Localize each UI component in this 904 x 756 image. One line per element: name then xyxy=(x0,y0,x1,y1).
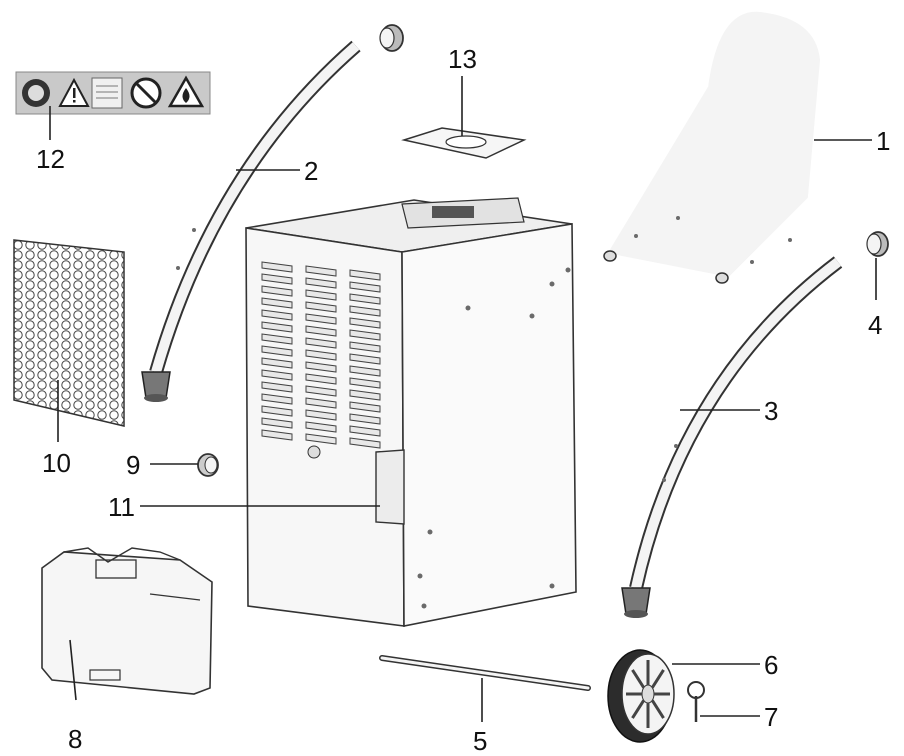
no-tilt-icon xyxy=(130,77,162,109)
leg-part-2 xyxy=(141,40,361,402)
grille-louver xyxy=(305,421,337,433)
grille-louver xyxy=(305,349,337,361)
grille-louver xyxy=(305,361,337,373)
callout-5: 5 xyxy=(473,726,487,756)
instruction-sheet-icon xyxy=(91,77,123,109)
grille-louver xyxy=(305,337,337,349)
grille-louver xyxy=(305,385,337,397)
axle-rod-part-5 xyxy=(379,655,591,691)
callout-7: 7 xyxy=(764,702,778,732)
handle-part-1 xyxy=(603,11,821,284)
grille-louver xyxy=(349,401,381,413)
grille-louver xyxy=(349,281,381,293)
grille-louver xyxy=(261,429,293,441)
grille-louver xyxy=(305,409,337,421)
wheel-part-6 xyxy=(607,649,675,743)
grille-louver xyxy=(305,397,337,409)
intake-grille xyxy=(261,261,381,449)
grille-louver xyxy=(305,265,337,277)
grille-louver xyxy=(261,393,293,405)
callout-10: 10 xyxy=(42,448,71,478)
warning-label-part-12 xyxy=(15,71,211,115)
leg-part-3 xyxy=(621,256,843,618)
water-tank-part-8 xyxy=(41,547,213,695)
grille-louver xyxy=(349,437,381,449)
callout-8: 8 xyxy=(68,724,82,754)
grille-louver xyxy=(349,389,381,401)
callout-12: 12 xyxy=(36,144,65,174)
wheel-spokes xyxy=(626,660,670,728)
grille-louver xyxy=(261,297,293,309)
grille-louver xyxy=(261,309,293,321)
read-manual-icon xyxy=(22,79,50,107)
warning-triangle-icon xyxy=(58,77,90,107)
grille-louver xyxy=(261,273,293,285)
grille-louver xyxy=(305,289,337,301)
grille-louver xyxy=(261,261,293,273)
callout-6: 6 xyxy=(764,650,778,680)
grille-louver xyxy=(349,317,381,329)
grille-louver xyxy=(305,277,337,289)
plug-part-9 xyxy=(197,453,219,477)
mesh-filter-part-10 xyxy=(13,239,125,427)
grille-louver xyxy=(349,269,381,281)
grille-louver xyxy=(261,321,293,333)
wheel-spoke xyxy=(650,669,665,689)
end-cap-top xyxy=(379,24,404,52)
callout-11: 11 xyxy=(108,492,135,522)
dehumidifier-body xyxy=(245,197,577,627)
grille-louver xyxy=(349,353,381,365)
grille-louver xyxy=(305,325,337,337)
grille-louver xyxy=(261,381,293,393)
grille-louver xyxy=(261,333,293,345)
grille-louver xyxy=(349,305,381,317)
wheel-spoke xyxy=(631,669,646,689)
grille-louver xyxy=(305,373,337,385)
grille-louver xyxy=(349,425,381,437)
grille-louver xyxy=(305,301,337,313)
callout-2: 2 xyxy=(304,156,318,186)
grille-louver xyxy=(305,433,337,445)
wheel-spoke xyxy=(650,699,665,719)
callout-3: 3 xyxy=(764,396,778,426)
grille-louver xyxy=(261,417,293,429)
wheel-spoke xyxy=(631,699,646,719)
callout-13: 13 xyxy=(448,44,477,74)
grille-louver xyxy=(261,357,293,369)
grille-louver xyxy=(261,405,293,417)
callout-labels: 1 2 3 4 5 6 7 8 9 10 11 12 13 xyxy=(36,44,890,756)
grille-louver xyxy=(349,413,381,425)
grille-louver xyxy=(349,293,381,305)
lynch-pin-part-7 xyxy=(687,681,705,722)
callout-1: 1 xyxy=(876,126,890,156)
grille-louver xyxy=(261,285,293,297)
callout-4: 4 xyxy=(868,310,882,340)
grille-louver xyxy=(349,329,381,341)
gasket-plate-part-13 xyxy=(401,127,527,159)
grille-louver xyxy=(305,313,337,325)
flammable-icon xyxy=(167,75,205,108)
callout-9: 9 xyxy=(126,450,140,480)
grille-louver xyxy=(261,369,293,381)
grille-louver xyxy=(349,341,381,353)
leader-lines xyxy=(49,76,877,722)
grille-louver xyxy=(261,345,293,357)
grille-louver xyxy=(349,365,381,377)
grille-louver xyxy=(349,377,381,389)
end-cap-part-4 xyxy=(866,231,889,257)
